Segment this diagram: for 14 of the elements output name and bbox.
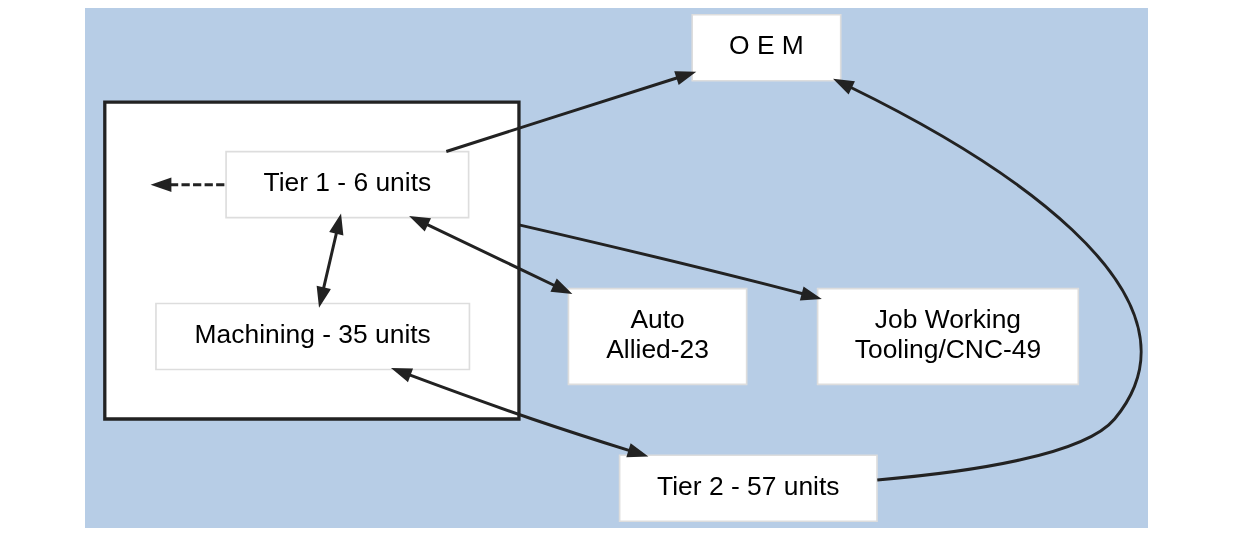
- node-box: O E M: [691, 13, 842, 82]
- arrow: [409, 215, 573, 295]
- arrow: [518, 223, 822, 301]
- arrow: [316, 213, 344, 308]
- arrow: [445, 71, 697, 153]
- node-box: Machining - 35 units: [155, 302, 471, 371]
- arrow: [150, 177, 226, 192]
- cluster: [103, 100, 521, 421]
- arrow: [833, 78, 1143, 482]
- node-box: Job Working Tooling/CNC-49: [816, 287, 1080, 386]
- node-box: Auto Allied-23: [567, 287, 748, 386]
- node-box: Tier 2 - 57 units: [618, 454, 878, 523]
- arrow: [391, 368, 649, 458]
- node-box: Tier 1 - 6 units: [225, 150, 470, 219]
